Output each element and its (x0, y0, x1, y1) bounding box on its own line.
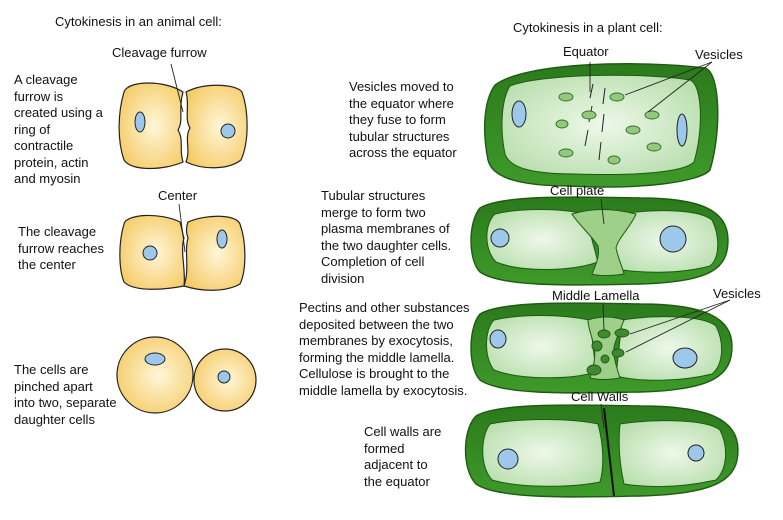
center-label: Center (158, 188, 198, 203)
nucleus (217, 370, 231, 384)
pointer-line (624, 61, 713, 96)
nucleus (134, 111, 146, 133)
plant-cell-stage-3 (470, 299, 733, 394)
pointer-line (178, 203, 186, 253)
plant-cell-stage-1 (484, 61, 719, 188)
pointer-line (625, 299, 731, 353)
nucleus (672, 347, 698, 369)
vesicles (586, 328, 630, 376)
animal-stage-2-description: The cleavage furrow reaches the center (18, 224, 104, 272)
nucleus (511, 100, 527, 128)
animal-cell-stage-2 (119, 203, 246, 291)
pointer-line (629, 299, 731, 335)
plant-stage-3-description: Pectins and other substances deposited b… (299, 300, 470, 398)
nucleus (489, 329, 507, 349)
cytoplasm-left (482, 419, 604, 487)
nucleus (220, 123, 236, 139)
nucleus (216, 229, 228, 249)
plant-cell-stage-4 (464, 403, 739, 498)
nucleus (490, 228, 510, 248)
nucleus (144, 352, 166, 366)
animal-heading: Cytokinesis in an animal cell: (55, 14, 222, 29)
vesicles-label-top: Vesicles (695, 47, 743, 62)
nucleus (659, 225, 687, 253)
nucleus (687, 444, 705, 462)
pointer-line (647, 61, 713, 113)
cell-walls-label: Cell Walls (571, 389, 629, 404)
animal-daughter-left (118, 82, 184, 170)
middle-lamella-label: Middle Lamella (552, 288, 640, 303)
animal-daughter-right (183, 215, 246, 291)
plant-cell-stage-2 (470, 196, 729, 286)
plant-stage-4-description: Cell walls are formed adjacent to the eq… (364, 424, 442, 489)
cytoplasm-right (615, 316, 722, 381)
nucleus (676, 113, 688, 147)
animal-stage-3-description: The cells are pinched apart into two, se… (14, 362, 117, 427)
cytoplasm-right (618, 420, 726, 488)
pointer-line (602, 303, 605, 331)
animal-daughter-left (116, 336, 194, 414)
pointer-line (600, 403, 605, 429)
plant-stage-1-description: Vesicles moved to the equator where they… (349, 79, 457, 160)
animal-cell-stage-1 (118, 63, 248, 170)
vesicles (555, 92, 662, 165)
nucleus (497, 448, 519, 470)
pointer-line (170, 63, 184, 113)
plant-heading: Cytokinesis in a plant cell: (513, 20, 663, 35)
cell-plate (571, 209, 637, 276)
plant-stage-2-description: Tubular structures merge to form two pla… (321, 188, 452, 286)
pointer-line (600, 198, 605, 225)
cleavage-furrow-label: Cleavage furrow (112, 45, 207, 60)
new-cell-wall (603, 407, 615, 497)
cell-plate-label: Cell plate (550, 183, 605, 198)
animal-stage-1-description: A cleavage furrow is created using a rin… (14, 72, 103, 186)
nucleus (142, 245, 158, 261)
cytoplasm-left (486, 315, 597, 379)
animal-daughter-right (185, 84, 248, 169)
animal-cell-stage-3 (116, 336, 257, 414)
equator-label: Equator (563, 44, 609, 59)
vesicles-label-bottom: Vesicles (713, 286, 761, 301)
cytoplasm (501, 74, 701, 175)
cytoplasm-left (486, 209, 599, 270)
